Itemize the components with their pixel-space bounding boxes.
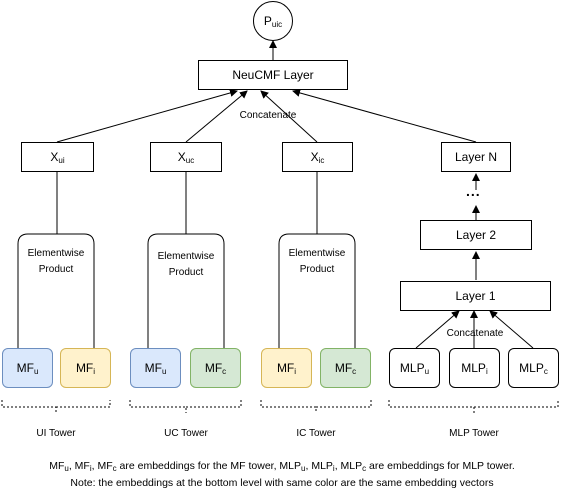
- mf-u-embedding-uc: MFu: [130, 348, 181, 388]
- mf-i-embedding-ic: MFi: [261, 348, 312, 388]
- mf-c-label: MFc: [334, 361, 357, 376]
- ic-tower-label: IC Tower: [296, 428, 336, 439]
- elementwise-bracket-ui: [17, 233, 95, 348]
- elementwise-product-ui: Elementwise Product: [10, 246, 102, 278]
- arrow-mlpc-to-layer1: [489, 310, 534, 349]
- mf-u-label: MFu: [144, 361, 167, 376]
- footnote-text: MF: [49, 460, 65, 472]
- arrow-layern-to-neucmf: [292, 89, 477, 143]
- mlp-c-embedding: MLPc: [508, 348, 559, 388]
- layer-1-box: Layer 1: [400, 281, 551, 311]
- footnote-line-2: Note: the embeddings at the bottom level…: [70, 477, 494, 489]
- x-uc-box: Xuc: [150, 142, 222, 172]
- neucmf-layer-box: NeuCMF Layer: [198, 60, 348, 90]
- mlp-i-embedding: MLPi: [449, 348, 500, 388]
- footnote-text: are embeddings for MLP tower.: [366, 460, 515, 472]
- layer-n-label: Layer N: [454, 150, 498, 164]
- footnote-text: , MLP: [305, 460, 333, 472]
- mlp-u-label: MLPu: [399, 361, 430, 376]
- uc-tower-label: UC Tower: [164, 428, 208, 439]
- elementwise-text: Elementwise: [27, 248, 85, 259]
- brace-uc: [129, 400, 242, 413]
- product-text: Product: [168, 267, 204, 278]
- footnote-line-1: MFu, MFi, MFc are embeddings for the MF …: [0, 460, 564, 473]
- footnote-subscript: i: [332, 464, 335, 473]
- x-ic-box: Xic: [282, 142, 353, 172]
- layer-2-box: Layer 2: [420, 220, 532, 250]
- footnote-subscript: c: [362, 464, 367, 473]
- x-ic-label: Xic: [310, 150, 325, 165]
- x-ui-label: Xui: [50, 150, 65, 165]
- mlp-u-embedding: MLPu: [389, 348, 440, 388]
- mf-u-embedding-ui: MFu: [2, 348, 53, 388]
- product-text: Product: [38, 264, 74, 275]
- arrow-mlpu-to-layer1: [415, 310, 460, 349]
- layer-2-label: Layer 2: [455, 228, 497, 242]
- elementwise-text: Elementwise: [288, 248, 346, 259]
- footnote-text: , MLP: [334, 460, 363, 472]
- output-node: Puic: [253, 1, 293, 41]
- footnote-subscript: c: [112, 464, 117, 473]
- brace-ic: [260, 400, 372, 413]
- layer-1-label: Layer 1: [455, 289, 496, 303]
- footnote-text: , MF: [91, 460, 113, 472]
- arrow-xuc-to-neucmf: [185, 90, 248, 143]
- mf-i-label: MFi: [75, 361, 96, 376]
- x-uc-label: Xuc: [177, 150, 195, 165]
- elementwise-product-uc: Elementwise Product: [140, 249, 232, 281]
- neucmf-layer-label: NeuCMF Layer: [232, 68, 314, 82]
- mlp-c-label: MLPc: [519, 361, 548, 376]
- footnote-subscript: i: [89, 464, 92, 473]
- footnote-subscript: u: [301, 464, 306, 473]
- mlp-tower-label: MLP Tower: [449, 428, 499, 439]
- ellipsis-dots: ...: [466, 183, 481, 199]
- mf-u-label: MFu: [16, 361, 39, 376]
- arrow-xui-to-neucmf: [56, 89, 238, 143]
- footnote-text: , MF: [68, 460, 90, 472]
- mf-i-label: MFi: [276, 361, 297, 376]
- concatenate-mlp-label: Concatenate: [446, 328, 504, 339]
- mf-c-embedding-uc: MFc: [190, 348, 241, 388]
- x-ui-box: Xui: [21, 142, 94, 172]
- mf-i-embedding-ui: MFi: [60, 348, 111, 388]
- mf-c-embedding-ic: MFc: [320, 348, 371, 388]
- mf-c-label: MFc: [204, 361, 227, 376]
- product-text: Product: [299, 264, 335, 275]
- elementwise-text: Elementwise: [157, 251, 215, 262]
- mlp-i-label: MLPi: [461, 361, 488, 376]
- brace-mlp: [388, 400, 559, 413]
- brace-ui: [1, 400, 111, 413]
- footnote-subscript: u: [64, 464, 69, 473]
- output-node-label: Puic: [263, 14, 283, 29]
- footnote-text: are embeddings for the MF tower, MLP: [116, 460, 302, 472]
- layer-n-box: Layer N: [441, 142, 511, 172]
- ui-tower-label: UI Tower: [36, 428, 76, 439]
- concatenate-top-label: Concatenate: [239, 110, 297, 121]
- arrow-xic-to-neucmf: [260, 90, 318, 143]
- elementwise-product-ic: Elementwise Product: [271, 246, 363, 278]
